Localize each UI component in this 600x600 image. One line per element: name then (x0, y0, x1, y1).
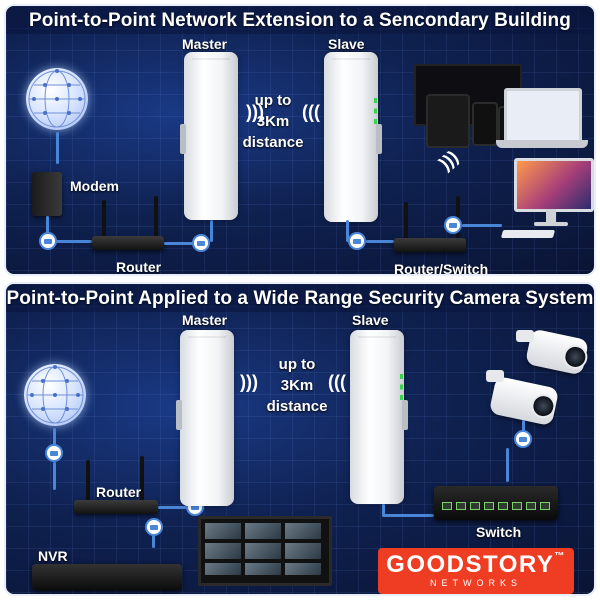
security-camera-panel: Point-to-Point Applied to a Wide Range S… (4, 282, 596, 596)
goodstory-logo: GOODSTORY™ NETWORKS (378, 548, 574, 594)
laptop-icon (504, 88, 582, 144)
ethernet-port-icon (145, 518, 163, 536)
cable (382, 514, 434, 517)
cable (382, 504, 385, 516)
ethernet-port-icon (514, 430, 532, 448)
cable (366, 240, 394, 243)
distance-text: up to 3Km distance (260, 354, 334, 417)
modem-label: Modem (70, 178, 119, 194)
cable (506, 448, 509, 482)
mount-bracket (402, 400, 408, 430)
slave-cpe-icon (350, 330, 404, 504)
cable (56, 240, 92, 243)
camera-lens (529, 391, 558, 421)
router-label: Router (96, 484, 142, 500)
globe-icon (26, 68, 88, 130)
panel-title: Point-to-Point Applied to a Wide Range S… (6, 288, 594, 309)
logo-brand: GOODSTORY™ (386, 551, 566, 578)
cable (46, 216, 49, 238)
laptop-base (496, 140, 588, 148)
router-antenna (404, 202, 408, 240)
distance-text: up to 3Km distance (238, 90, 308, 153)
ethernet-port-icon (348, 232, 366, 250)
wifi-waves-icon: ((( (328, 372, 346, 392)
ethernet-port-icon (192, 234, 210, 252)
master-label: Master (182, 36, 228, 52)
cable (210, 220, 213, 242)
modem-icon (32, 172, 62, 216)
cable (53, 428, 56, 458)
ethernet-port-icon (444, 216, 462, 234)
router-icon (92, 236, 164, 250)
cable (164, 242, 200, 245)
status-leds (374, 98, 377, 124)
cable (462, 224, 502, 227)
phone-icon (472, 102, 498, 146)
switch-label: Switch (476, 524, 522, 540)
cable (152, 534, 155, 548)
cable (158, 506, 194, 509)
cable (56, 132, 59, 164)
slave-label: Slave (328, 36, 365, 52)
imac-foot (534, 222, 568, 226)
slave-label: Slave (352, 312, 389, 328)
router-icon (74, 500, 158, 514)
ethernet-port-icon (45, 444, 63, 462)
cable (53, 462, 56, 490)
router-antenna (102, 200, 106, 238)
wifi-waves-icon: ))) (246, 102, 264, 122)
network-extension-panel: Point-to-Point Network Extension to a Se… (4, 4, 596, 276)
wifi-waves-icon: ))) (240, 372, 258, 392)
distance-line-1: up to (278, 356, 316, 373)
status-leds (400, 374, 403, 400)
router-switch-icon (394, 238, 466, 252)
panel-title: Point-to-Point Network Extension to a Se… (29, 10, 571, 31)
master-label: Master (182, 312, 228, 328)
slave-cpe-icon (324, 52, 378, 222)
router-label: Router (116, 259, 162, 275)
master-cpe-icon (184, 52, 238, 220)
mount-bracket (180, 124, 186, 154)
logo-sub: NETWORKS (429, 578, 522, 588)
nvr-label: NVR (38, 548, 68, 564)
ethernet-port-icon (39, 232, 57, 250)
distance-line-3: distance (242, 134, 304, 151)
keyboard-icon (500, 230, 556, 238)
mount-bracket (176, 400, 182, 430)
router-antenna (86, 460, 90, 502)
mount-bracket (376, 124, 382, 154)
globe-icon (24, 364, 86, 426)
cable (346, 220, 349, 242)
cable (522, 420, 525, 432)
router-switch-label: Router/Switch (394, 261, 489, 276)
router-antenna (154, 196, 158, 238)
distance-line-2: 3Km (256, 113, 290, 130)
monitor-icon (198, 516, 332, 586)
imac-icon (514, 158, 594, 212)
imac-stand (546, 209, 556, 223)
title-bar (6, 6, 594, 34)
title-bar (6, 284, 594, 312)
wifi-waves-icon: ((( (302, 102, 320, 122)
camera-mount (516, 330, 534, 342)
nvr-icon (32, 564, 182, 590)
master-cpe-icon (180, 330, 234, 506)
distance-line-3: distance (266, 398, 328, 415)
switch-icon (434, 486, 558, 520)
distance-line-2: 3Km (280, 377, 314, 394)
distance-line-1: up to (254, 92, 292, 109)
tablet-icon (426, 94, 470, 148)
camera-mount (486, 370, 504, 382)
router-antenna (140, 456, 144, 502)
